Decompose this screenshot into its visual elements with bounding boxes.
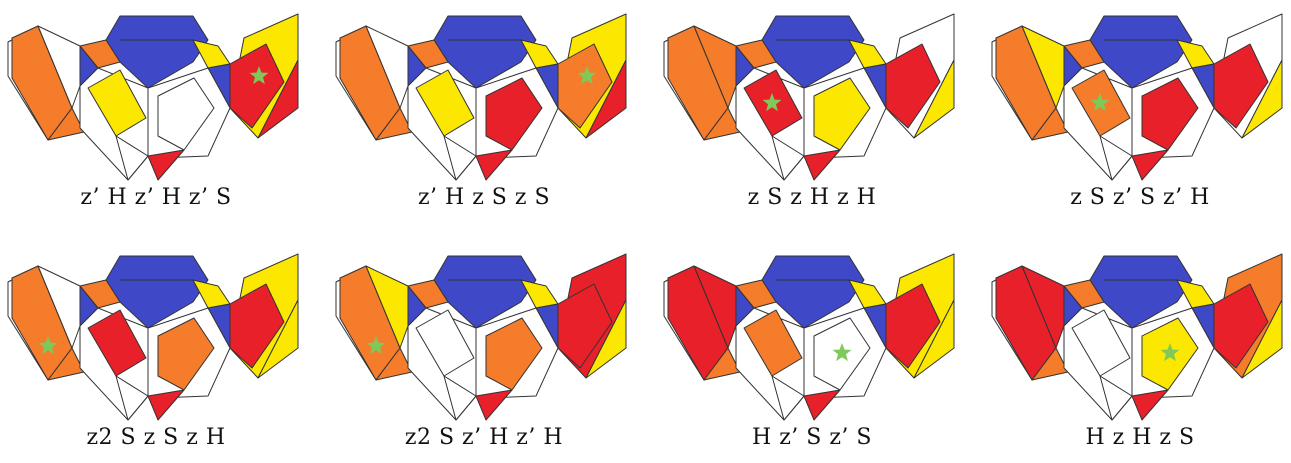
bottom-triangle-right xyxy=(1131,389,1169,421)
left-wing-lower xyxy=(1031,107,1069,141)
left-wing-lower xyxy=(47,107,85,141)
center-right-sticker xyxy=(157,317,215,391)
panel-caption: z’ H z S z S xyxy=(417,185,551,210)
right-wing-lower xyxy=(913,299,955,379)
star-marker xyxy=(249,66,269,85)
star-marker xyxy=(366,336,386,355)
star-marker xyxy=(832,343,852,362)
bottom-triangle-left xyxy=(443,135,477,181)
bottom-triangle-left xyxy=(115,375,149,421)
bottom-triangle-left xyxy=(771,135,805,181)
center-left-sticker xyxy=(87,309,147,377)
bottom-triangle-left xyxy=(1099,375,1133,421)
left-wing-lower xyxy=(703,107,741,141)
right-wing-inner xyxy=(557,283,613,369)
left-wing-lower xyxy=(375,347,413,381)
panel-caption: z S z’ S z’ H xyxy=(1070,185,1210,210)
panel-caption: z2 S z S z H xyxy=(86,425,226,450)
left-wing-lower xyxy=(375,107,413,141)
panel-caption: H z H z S xyxy=(1085,425,1195,450)
panel-caption: z2 S z’ H z’ H xyxy=(404,425,564,450)
right-wing-inner xyxy=(229,43,285,129)
center-left-sticker xyxy=(743,309,803,377)
right-wing-lower xyxy=(257,59,299,139)
star-marker xyxy=(1090,93,1110,112)
center-right-sticker xyxy=(1141,77,1199,151)
left-wing-lower xyxy=(1031,347,1069,381)
bottom-triangle-right xyxy=(1131,149,1169,181)
right-wing-inner xyxy=(885,43,941,129)
center-right-sticker xyxy=(157,77,215,151)
center-right-sticker xyxy=(813,77,871,151)
cube-panel-5 xyxy=(7,253,299,421)
bottom-triangle-left xyxy=(1099,135,1133,181)
panel-caption: z S z H z H xyxy=(747,185,877,210)
panel-caption: z’ H z’ H z’ S xyxy=(80,185,232,210)
right-wing-lower xyxy=(1241,59,1283,139)
star-marker xyxy=(762,93,782,112)
cube-panel-6 xyxy=(335,253,627,421)
right-wing-lower xyxy=(1241,299,1283,379)
bottom-triangle-right xyxy=(803,389,841,421)
right-wing-lower xyxy=(585,299,627,379)
cube-panel-7 xyxy=(663,253,955,421)
cube-panel-3 xyxy=(663,13,955,181)
star-marker xyxy=(577,66,597,85)
cube-panel-4 xyxy=(991,13,1283,181)
bottom-triangle-left xyxy=(115,135,149,181)
center-left-sticker xyxy=(87,69,147,137)
cube-panel-1 xyxy=(7,13,299,181)
right-wing-lower xyxy=(913,59,955,139)
right-wing-inner xyxy=(557,43,613,129)
center-left-sticker xyxy=(1071,309,1131,377)
center-right-sticker xyxy=(485,77,543,151)
right-wing-inner xyxy=(1213,43,1269,129)
bottom-triangle-right xyxy=(147,389,185,421)
right-wing-inner xyxy=(885,283,941,369)
cube-panel-8 xyxy=(991,253,1283,421)
right-wing-inner xyxy=(229,283,285,369)
cube-panel-2 xyxy=(335,13,627,181)
right-wing-lower xyxy=(585,59,627,139)
right-wing-lower xyxy=(257,299,299,379)
left-wing-lower xyxy=(47,347,85,381)
center-left-sticker xyxy=(415,309,475,377)
right-wing-inner xyxy=(1213,283,1269,369)
bottom-triangle-right xyxy=(803,149,841,181)
center-left-sticker xyxy=(415,69,475,137)
bottom-triangle-right xyxy=(475,389,513,421)
bottom-triangle-left xyxy=(771,375,805,421)
bottom-triangle-left xyxy=(443,375,477,421)
bottom-triangle-right xyxy=(147,149,185,181)
panel-caption: H z’ S z’ S xyxy=(752,425,872,450)
star-marker xyxy=(38,336,58,355)
left-wing-lower xyxy=(703,347,741,381)
bottom-triangle-right xyxy=(475,149,513,181)
star-marker xyxy=(1160,343,1180,362)
center-right-sticker xyxy=(485,317,543,391)
